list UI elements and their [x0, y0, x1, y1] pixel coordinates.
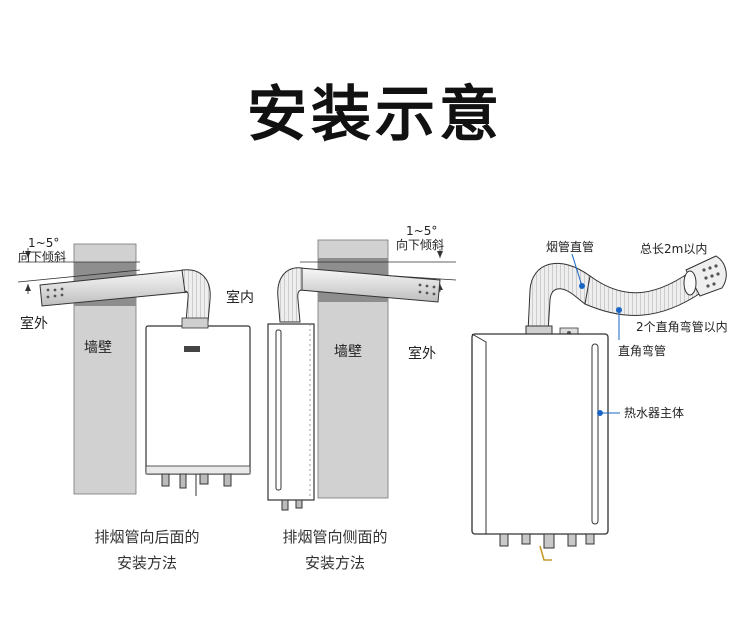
right-elbow-label: 直角弯管	[618, 344, 667, 358]
left-elbow	[181, 269, 211, 323]
middle-outdoor-label: 室外	[408, 346, 436, 362]
middle-elbow	[277, 267, 303, 323]
leader-straight-pipe	[571, 253, 583, 287]
middle-wall-label: 墙壁	[334, 344, 362, 360]
middle-diagram	[267, 239, 457, 511]
middle-caption-line2: 安装方法	[304, 554, 365, 572]
right-total-length-label: 总长2m以内	[640, 242, 708, 256]
left-diagram	[17, 243, 251, 496]
right-straight-pipe-label: 烟管直管	[546, 240, 595, 254]
right-heater-body	[471, 333, 609, 535]
middle-caption-line1: 排烟管向侧面的	[282, 528, 388, 546]
left-caption-line1: 排烟管向后面的	[94, 528, 200, 546]
middle-heater	[267, 323, 315, 501]
left-wall-label: 墙壁	[84, 340, 112, 356]
left-tilt-label: 向下倾斜	[18, 250, 67, 264]
right-heater-body-label: 热水器主体	[624, 406, 685, 420]
left-angle-label: 1~5°	[28, 236, 60, 250]
left-outdoor-label: 室外	[20, 316, 48, 332]
middle-caption: 排烟管向侧面的 安装方法	[250, 524, 420, 576]
right-diagram	[471, 253, 727, 561]
page-title: 安装示意	[247, 80, 503, 150]
left-indoor-label: 室内	[226, 290, 254, 306]
left-caption: 排烟管向后面的 安装方法	[62, 524, 232, 576]
middle-tilt-label: 向下倾斜	[396, 238, 445, 252]
middle-angle-label: 1~5°	[406, 224, 438, 238]
left-caption-line2: 安装方法	[116, 554, 177, 572]
right-elbow-limit-label: 2个直角弯管以内	[636, 320, 728, 334]
